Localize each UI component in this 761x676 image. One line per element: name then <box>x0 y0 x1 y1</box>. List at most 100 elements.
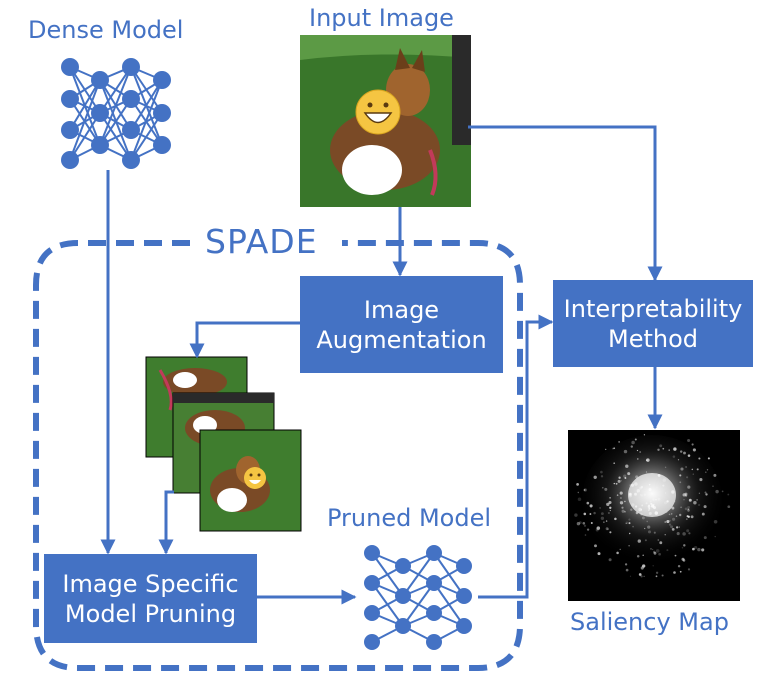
saliency-speckle <box>655 549 660 553</box>
saliency-speckle <box>703 505 707 509</box>
saliency-speckle <box>650 503 653 505</box>
network-node <box>426 634 442 650</box>
saliency-speckle <box>607 511 610 515</box>
saliency-speckle <box>715 489 719 494</box>
saliency-speckle <box>651 548 654 551</box>
saliency-speckle <box>671 506 675 510</box>
saliency-speckle <box>713 473 717 477</box>
saliency-speckle <box>640 513 643 516</box>
saliency-map-image <box>568 430 740 601</box>
saliency-speckle <box>645 502 648 505</box>
saliency-speckle <box>646 458 650 462</box>
saliency-speckle <box>608 500 612 505</box>
dense-model-network-icon <box>61 58 171 169</box>
saliency-speckle <box>602 486 604 489</box>
saliency-speckle <box>696 499 698 501</box>
saliency-speckle <box>653 504 655 506</box>
saliency-speckle <box>619 496 622 500</box>
input-image-label: Input Image <box>309 4 454 32</box>
saliency-speckle <box>628 545 630 547</box>
saliency-speckle <box>664 534 666 536</box>
saliency-speckle <box>653 506 656 510</box>
saliency-speckle <box>664 521 667 523</box>
saliency-speckle <box>604 487 608 491</box>
network-node <box>122 121 140 139</box>
saliency-speckle <box>688 498 692 502</box>
saliency-speckle <box>613 482 616 485</box>
network-edge <box>99 98 132 146</box>
saliency-speckle <box>639 451 642 453</box>
network-node <box>153 136 171 154</box>
saliency-speckle <box>703 536 707 540</box>
pruned-model-network-icon <box>364 545 472 650</box>
saliency-speckle <box>634 492 637 496</box>
saliency-speckle <box>659 444 663 448</box>
augmented-image-stack <box>145 356 302 532</box>
saliency-speckle <box>578 521 582 524</box>
network-edge <box>69 112 101 161</box>
saliency-speckle <box>661 574 664 577</box>
saliency-speckle <box>657 497 661 501</box>
saliency-speckle <box>641 504 644 507</box>
saliency-speckle <box>697 547 701 552</box>
network-node <box>122 58 140 76</box>
saliency-speckle <box>691 443 694 446</box>
saliency-speckle <box>657 448 660 451</box>
saliency-speckle <box>687 438 691 443</box>
saliency-speckle <box>657 539 660 541</box>
saliency-speckle <box>624 500 626 503</box>
saliency-speckle <box>600 475 604 478</box>
network-edge <box>130 79 163 161</box>
saliency-speckle <box>583 512 587 516</box>
saliency-speckle <box>648 487 652 492</box>
saliency-speckle <box>628 522 631 525</box>
saliency-speckle <box>583 489 586 491</box>
network-edge <box>99 66 132 146</box>
saliency-speckle <box>595 528 599 532</box>
saliency-speckle <box>607 528 609 530</box>
saliency-speckle <box>619 491 623 495</box>
saliency-speckle <box>701 512 705 516</box>
network-node <box>91 71 109 89</box>
saliency-speckle <box>589 513 592 515</box>
saliency-speckle <box>653 531 656 534</box>
saliency-speckle <box>605 520 608 522</box>
saliency-speckle <box>643 434 646 436</box>
saliency-speckle <box>682 532 686 536</box>
saliency-speckle <box>627 472 631 476</box>
saliency-speckle <box>641 516 645 520</box>
saliency-speckle <box>629 575 632 577</box>
saliency-speckle <box>644 539 647 542</box>
saliency-speckle <box>673 571 676 574</box>
saliency-speckle <box>636 489 640 493</box>
network-edge <box>130 112 163 161</box>
saliency-speckle <box>582 522 586 525</box>
saliency-speckle <box>666 549 669 552</box>
saliency-speckle <box>647 505 651 508</box>
saliency-speckle <box>600 516 605 520</box>
saliency-speckle <box>727 505 731 509</box>
network-node <box>426 575 442 591</box>
saliency-speckle <box>662 484 665 487</box>
saliency-speckle <box>630 445 633 448</box>
saliency-speckle <box>713 520 718 524</box>
saliency-speckle <box>625 521 629 525</box>
saliency-speckle <box>639 486 643 490</box>
saliency-speckle <box>666 500 669 503</box>
network-node <box>395 588 411 604</box>
saliency-speckle <box>692 448 696 452</box>
saliency-speckle <box>625 522 627 525</box>
saliency-speckle <box>662 478 667 482</box>
network-node <box>364 575 380 591</box>
saliency-speckle <box>674 500 676 503</box>
network-node <box>456 618 472 634</box>
saliency-speckle <box>648 509 650 511</box>
saliency-speckle <box>664 466 667 468</box>
network-node <box>91 136 109 154</box>
network-node <box>153 104 171 122</box>
saliency-speckle <box>680 506 682 509</box>
saliency-speckle <box>613 447 616 450</box>
saliency-speckle <box>628 518 631 521</box>
